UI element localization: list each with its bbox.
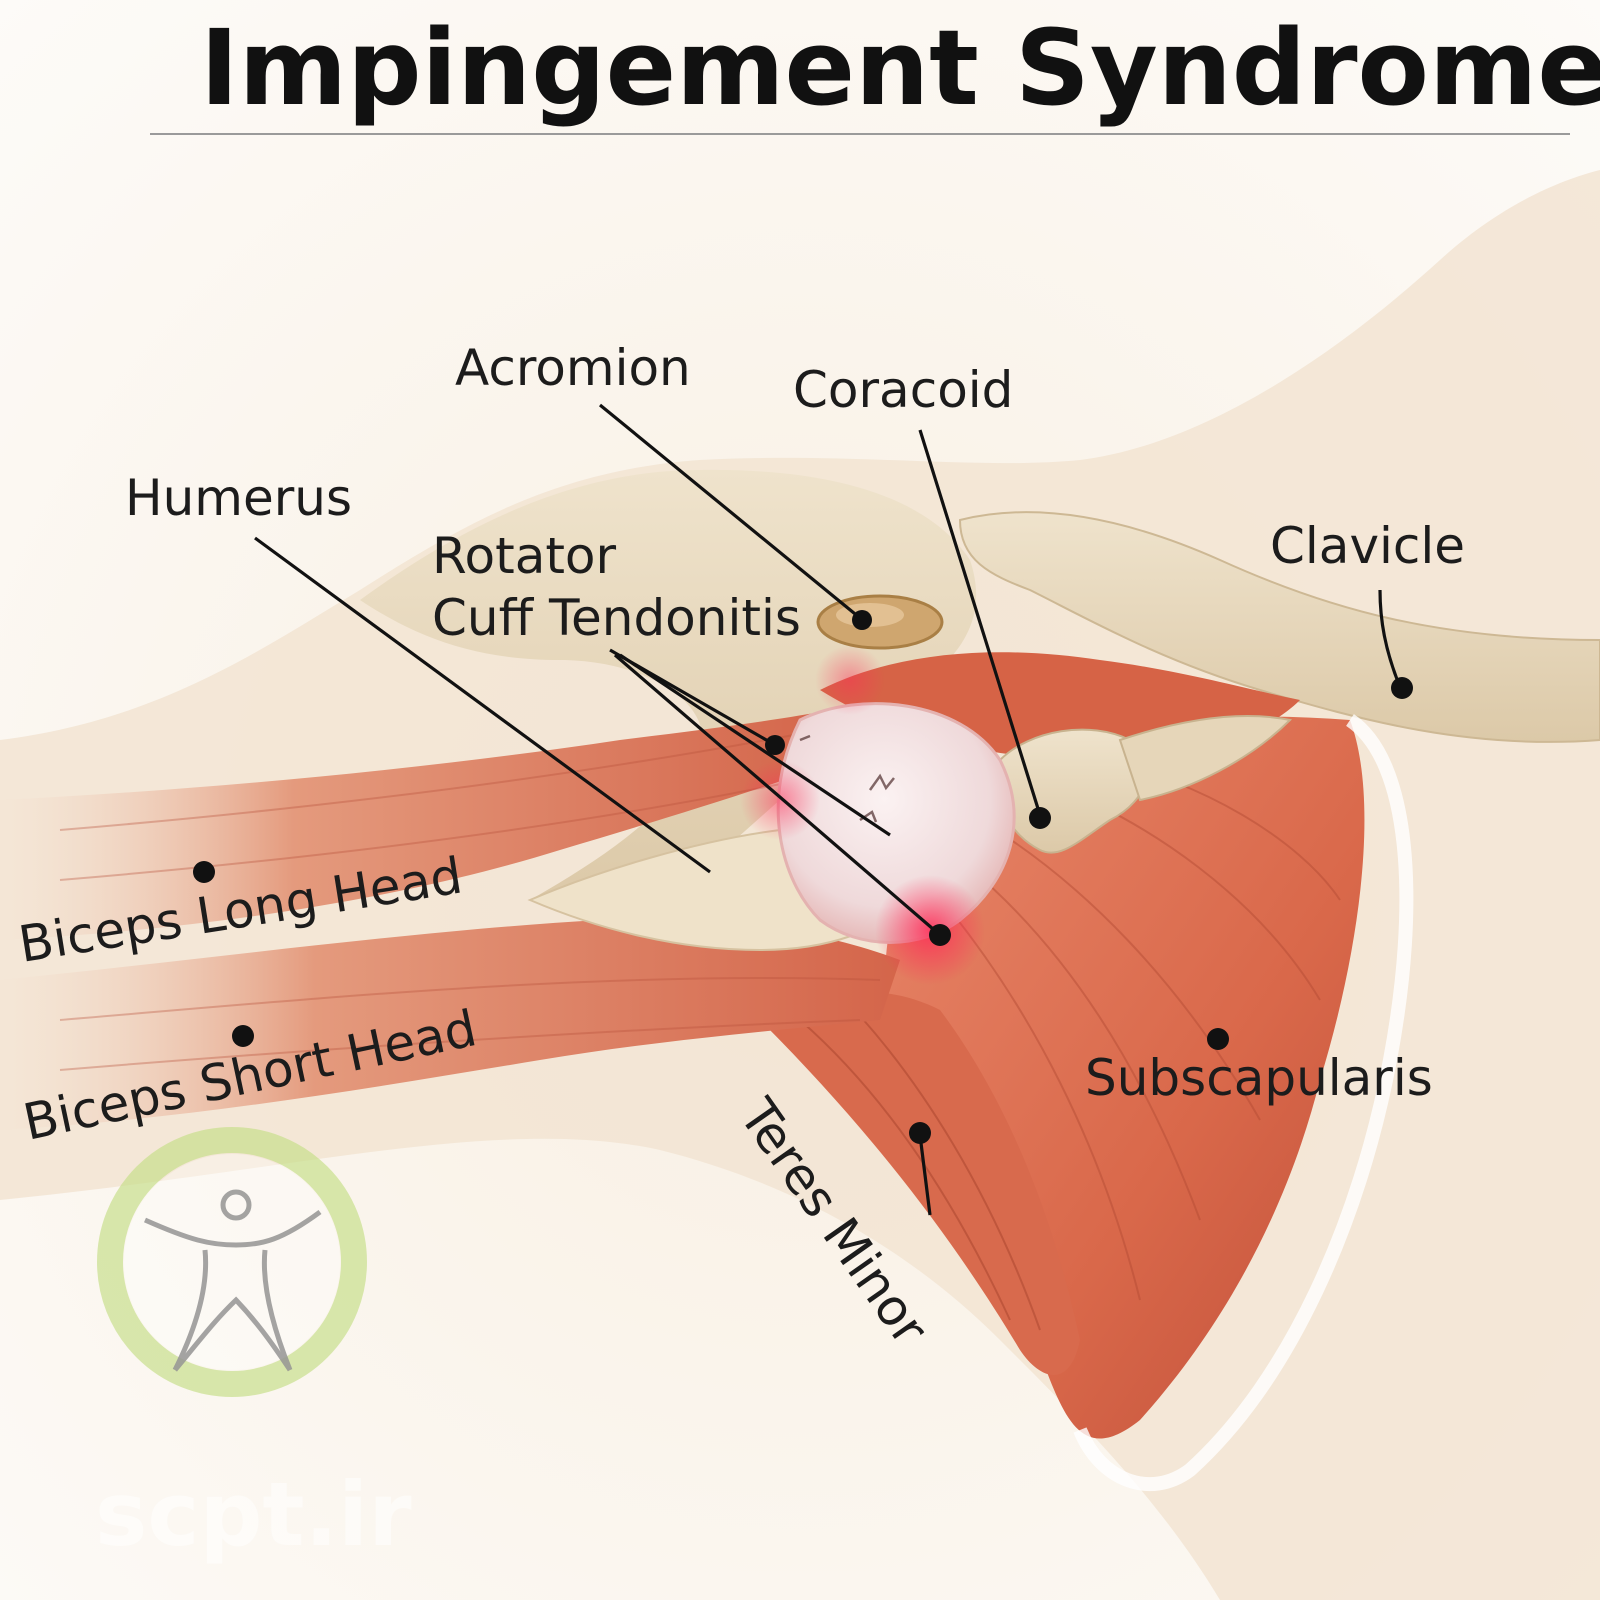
watermark-text: scpt.ir: [95, 1463, 412, 1566]
clavicle-bone: [958, 511, 1600, 743]
biceps-short-head-muscle: [0, 919, 900, 1130]
pointer-dots: [193, 610, 1413, 1144]
biceps-long-head-muscle: [0, 710, 840, 940]
page-title: Impingement Syndrome: [200, 7, 1600, 129]
human-figure-icon: [143, 1189, 322, 1372]
label-acromion: Acromion: [455, 339, 691, 397]
scapula-border: [1073, 714, 1414, 1492]
label-humerus: Humerus: [125, 469, 352, 527]
label-rotator-line2: Cuff Tendonitis: [432, 589, 801, 647]
label-subscapularis: Subscapularis: [1085, 1049, 1433, 1107]
label-rotator-line1: Rotator: [432, 527, 617, 585]
teres-minor-muscle: [760, 991, 1080, 1375]
label-coracoid: Coracoid: [793, 361, 1013, 419]
leader-lines: [254, 403, 1402, 1216]
label-clavicle: Clavicle: [1270, 517, 1465, 575]
watermark-logo: scpt.ir: [95, 1127, 412, 1566]
